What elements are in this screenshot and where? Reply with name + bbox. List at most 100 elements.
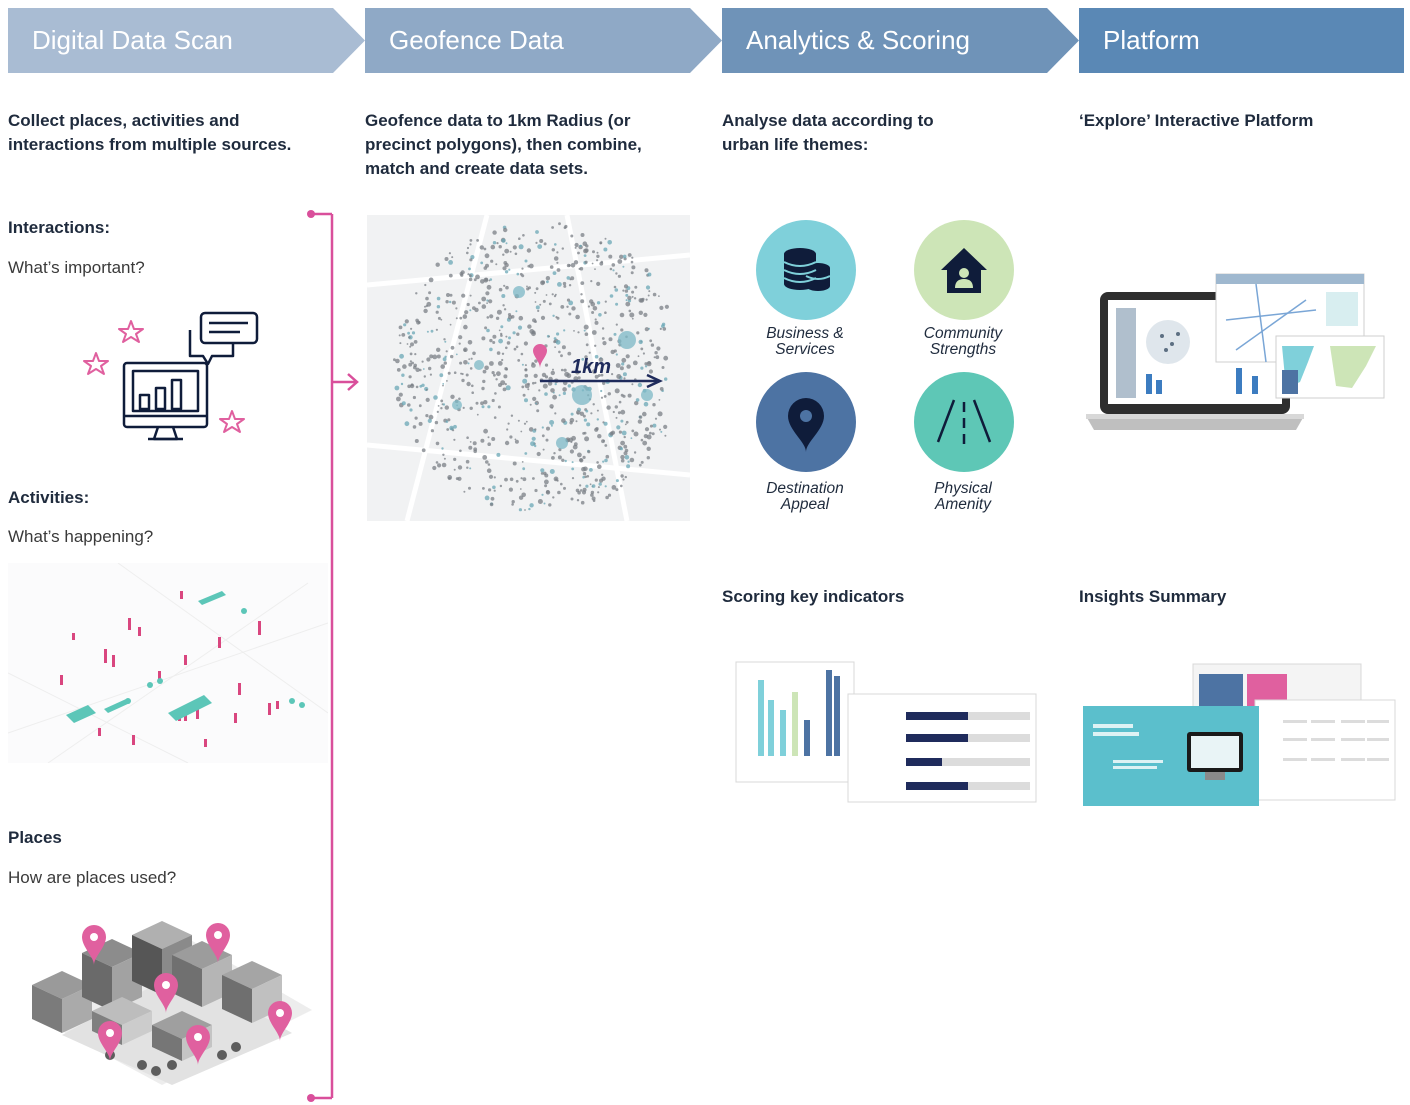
poi-point <box>515 479 519 483</box>
poi-point <box>645 298 648 301</box>
poi-point <box>482 379 486 384</box>
poi-point <box>560 368 564 372</box>
poi-point <box>524 368 528 372</box>
poi-point <box>469 406 473 410</box>
poi-point <box>629 312 635 318</box>
poi-point <box>582 241 588 246</box>
poi-point <box>575 420 578 423</box>
poi-point <box>562 387 567 392</box>
coin-stack-icon <box>783 248 831 291</box>
poi-point <box>604 300 607 303</box>
poi-point <box>524 383 530 389</box>
poi-point <box>583 324 589 330</box>
poi-point <box>492 230 497 235</box>
poi-point <box>522 393 526 397</box>
poi-point <box>468 358 471 361</box>
poi-point <box>614 288 619 292</box>
step-label: Digital Data Scan <box>32 25 233 55</box>
step-platform: Platform <box>1079 8 1404 73</box>
poi-point <box>511 500 515 504</box>
activity-map-illustration <box>8 563 328 763</box>
poi-point <box>642 352 645 355</box>
poi-point <box>591 484 596 488</box>
poi-point <box>623 284 629 289</box>
poi-point <box>524 398 528 403</box>
poi-point <box>604 237 607 240</box>
poi-point <box>603 247 608 252</box>
poi-point <box>442 357 447 362</box>
road-icon <box>936 399 992 444</box>
poi-point <box>624 455 630 460</box>
poi-point <box>458 397 461 401</box>
poi-point <box>532 396 537 401</box>
poi-point <box>579 244 582 248</box>
poi-point <box>531 436 536 441</box>
poi-point <box>573 330 575 332</box>
poi-point <box>509 250 512 253</box>
poi-point <box>626 464 631 469</box>
activities-heading: Activities: <box>8 488 90 507</box>
poi-point <box>501 352 505 355</box>
poi-point <box>563 486 566 490</box>
poi-point <box>522 378 528 384</box>
poi-point <box>617 259 623 264</box>
theme-business-services <box>756 220 856 320</box>
poi-point <box>663 424 668 429</box>
poi-point <box>538 389 541 392</box>
poi-point <box>395 358 400 364</box>
poi-point <box>617 274 621 278</box>
poi-point <box>540 472 544 475</box>
poi-point <box>602 341 607 346</box>
poi-point <box>610 430 616 435</box>
poi-point <box>579 266 584 271</box>
poi-point <box>580 281 585 285</box>
poi-point <box>583 418 587 422</box>
poi-point <box>436 347 441 352</box>
poi-point <box>567 351 572 356</box>
poi-point <box>591 496 596 501</box>
poi-point <box>592 403 595 406</box>
poi-point <box>424 283 427 287</box>
poi-point <box>615 272 618 275</box>
poi-point <box>596 251 599 254</box>
poi-point <box>541 372 547 378</box>
poi-point <box>566 276 571 280</box>
poi-point <box>558 350 561 354</box>
poi-point <box>620 328 624 332</box>
poi-point <box>406 343 409 345</box>
poi-point <box>467 273 470 276</box>
poi-point <box>478 301 481 305</box>
poi-point <box>440 399 444 403</box>
poi-point <box>542 383 548 389</box>
poi-point <box>566 305 569 308</box>
poi-point <box>453 438 456 441</box>
poi-point <box>501 294 506 298</box>
poi-point <box>630 271 634 275</box>
poi-point <box>408 336 411 339</box>
poi-point <box>619 312 625 318</box>
poi-point <box>488 299 493 304</box>
poi-point <box>581 490 587 495</box>
poi-point <box>535 287 539 291</box>
interactions-heading: Interactions: <box>8 218 111 237</box>
poi-point <box>482 369 487 374</box>
poi-point <box>625 293 629 297</box>
poi-point <box>659 327 662 330</box>
poi-point <box>427 418 432 423</box>
poi-point <box>544 484 548 488</box>
poi-point <box>587 363 592 367</box>
poi-point <box>540 468 545 473</box>
poi-point <box>594 344 597 347</box>
poi-point <box>640 347 644 351</box>
step-label: Geofence Data <box>389 25 564 55</box>
poi-point <box>483 428 488 434</box>
poi-point <box>527 388 530 391</box>
poi-point <box>620 409 626 415</box>
poi-point <box>491 398 495 403</box>
poi-point <box>450 354 454 359</box>
poi-point <box>591 311 595 314</box>
poi-point <box>643 401 649 407</box>
poi-point <box>492 485 496 490</box>
poi-point <box>529 403 532 406</box>
poi-point <box>590 280 593 283</box>
